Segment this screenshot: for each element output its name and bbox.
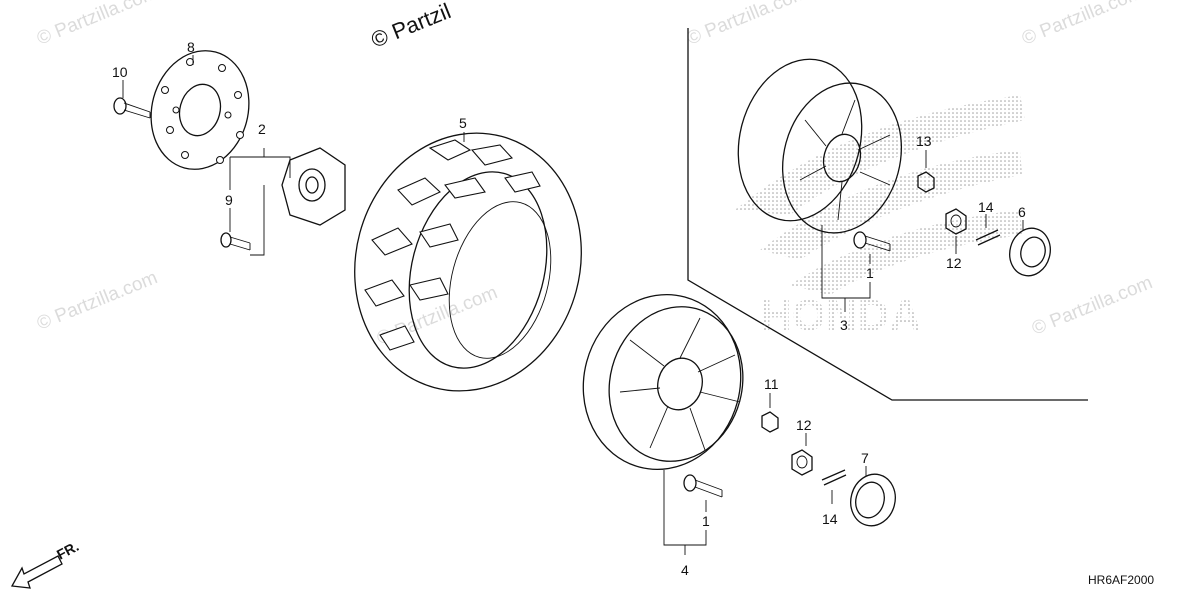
callout-14-front: 14 xyxy=(822,511,838,527)
nut-12-front xyxy=(791,449,813,476)
cotter-pin-front xyxy=(821,469,847,486)
watermark: © Partzilla.com xyxy=(1019,0,1146,50)
nut-13 xyxy=(917,171,935,193)
callout-12-front: 12 xyxy=(796,417,812,433)
inset-frame xyxy=(687,28,1088,401)
cotter-pin-rear xyxy=(975,229,1001,246)
callout-8: 8 xyxy=(187,39,195,55)
hub-cap-rear xyxy=(1009,227,1051,277)
honda-logotype: HONDA xyxy=(760,291,921,340)
callout-2: 2 xyxy=(258,121,266,137)
front-direction-indicator: FR. xyxy=(10,538,81,589)
callout-10: 10 xyxy=(112,64,128,80)
arrow-icon xyxy=(10,555,63,589)
callout-13: 13 xyxy=(916,133,932,149)
nut-11 xyxy=(761,411,779,433)
wheel-hub xyxy=(281,147,346,226)
honda-logo: HONDA xyxy=(735,95,1025,340)
leader-9-b xyxy=(250,185,265,256)
callout-1-front: 1 xyxy=(702,513,710,529)
front-wheel xyxy=(582,293,744,471)
leader-4 xyxy=(663,470,707,546)
bolt-10 xyxy=(113,97,151,119)
hub-cap-front xyxy=(850,473,896,527)
callout-12-rear: 12 xyxy=(946,255,962,271)
leader-3 xyxy=(821,225,871,299)
watermark: © Partzilla.com xyxy=(1029,272,1156,339)
callout-14-rear: 14 xyxy=(978,199,994,215)
watermark: © Partzilla.com xyxy=(684,0,811,50)
callout-4: 4 xyxy=(681,562,689,578)
watermark: © Partzilla.com xyxy=(34,0,161,50)
leader-2 xyxy=(230,156,291,178)
valve-stem-front xyxy=(683,474,723,498)
nut-12-rear xyxy=(945,208,967,235)
diagram-code: HR6AF2000 xyxy=(1088,573,1154,587)
callout-5: 5 xyxy=(459,115,467,131)
callout-6: 6 xyxy=(1018,204,1026,220)
stud-9 xyxy=(220,232,251,251)
callout-11: 11 xyxy=(764,376,779,392)
callout-1-rear: 1 xyxy=(866,265,874,281)
callout-7: 7 xyxy=(861,450,869,466)
brake-disc xyxy=(150,50,250,170)
callout-3: 3 xyxy=(840,317,848,333)
watermark: © Partzilla.com xyxy=(34,267,161,334)
watermark-top: © Partzil xyxy=(368,0,455,53)
valve-stem-rear xyxy=(853,231,891,252)
callout-9: 9 xyxy=(225,192,233,208)
tire xyxy=(354,132,582,392)
